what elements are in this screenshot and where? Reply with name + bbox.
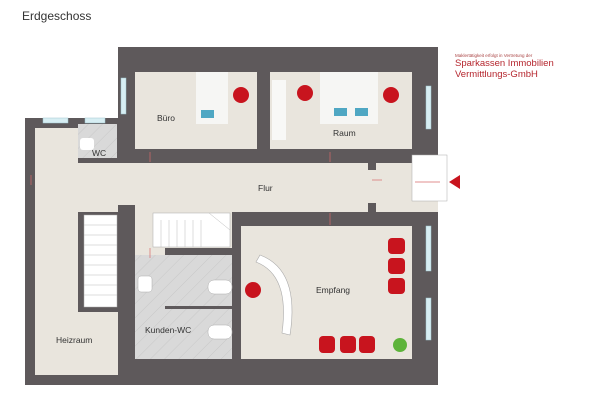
label-buero: Büro (157, 113, 175, 123)
label-heizraum: Heizraum (56, 335, 92, 345)
brand-note: Maklertätigkeit erfolgt in Vertretung de… (455, 53, 533, 58)
furniture (80, 72, 407, 353)
wall-stairs (165, 248, 232, 255)
wc-divider (165, 306, 232, 309)
wall-entry2 (368, 203, 376, 212)
label-kunden-wc: Kunden-WC (145, 325, 191, 335)
floor-title: Erdgeschoss (22, 9, 92, 23)
windows (42, 77, 448, 341)
label-wc: WC (92, 148, 106, 158)
label-empfang: Empfang (316, 285, 350, 295)
room-heizraum (35, 312, 118, 375)
stairs-left (83, 214, 118, 308)
label-raum: Raum (333, 128, 356, 138)
brand-line2: Vermittlungs-GmbH (455, 69, 538, 80)
entrance-arrow-icon (449, 175, 460, 189)
wall-entry (368, 163, 376, 170)
floors (35, 72, 438, 375)
stairs-middle (152, 212, 231, 248)
brand-logo: Maklertätigkeit erfolgt in Vertretung de… (455, 53, 554, 80)
label-flur: Flur (258, 183, 273, 193)
brand-line1: Sparkassen Immobilien (455, 58, 554, 69)
door-markers (30, 152, 440, 258)
wall-left-column (118, 205, 135, 359)
room-flur (35, 163, 438, 212)
